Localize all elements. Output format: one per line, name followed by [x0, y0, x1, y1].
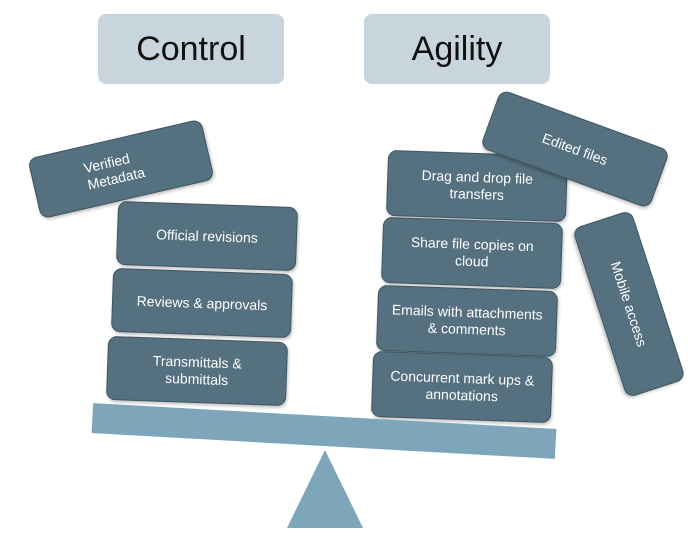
share-copies-block: Share file copies on cloud [380, 216, 564, 290]
markups-block: Concurrent mark ups & annotations [370, 350, 554, 424]
official-revisions-block: Official revisions [115, 200, 299, 272]
edited-files-label: Edited files [540, 129, 611, 168]
reviews-approvals-block: Reviews & approvals [110, 267, 294, 339]
transmittals-label: Transmittals & submittals [152, 352, 243, 389]
official-revisions-label: Official revisions [155, 225, 259, 246]
mobile-access-block: Mobile access [572, 209, 686, 399]
emails-block: Emails with attachments & comments [375, 284, 559, 358]
mobile-access-label: Mobile access [608, 259, 651, 349]
fulcrum-triangle [287, 450, 363, 528]
markups-label: Concurrent mark ups & annotations [390, 367, 535, 405]
verified-metadata-label: Verified Metadata [82, 150, 147, 193]
drag-drop-label: Drag and drop file transfers [421, 167, 534, 203]
agility-header: Agility [364, 14, 550, 84]
control-header: Control [98, 14, 284, 84]
share-copies-label: Share file copies on cloud [410, 233, 535, 270]
reviews-approvals-label: Reviews & approvals [136, 292, 268, 313]
transmittals-block: Transmittals & submittals [105, 335, 289, 407]
emails-label: Emails with attachments & comments [391, 301, 544, 339]
